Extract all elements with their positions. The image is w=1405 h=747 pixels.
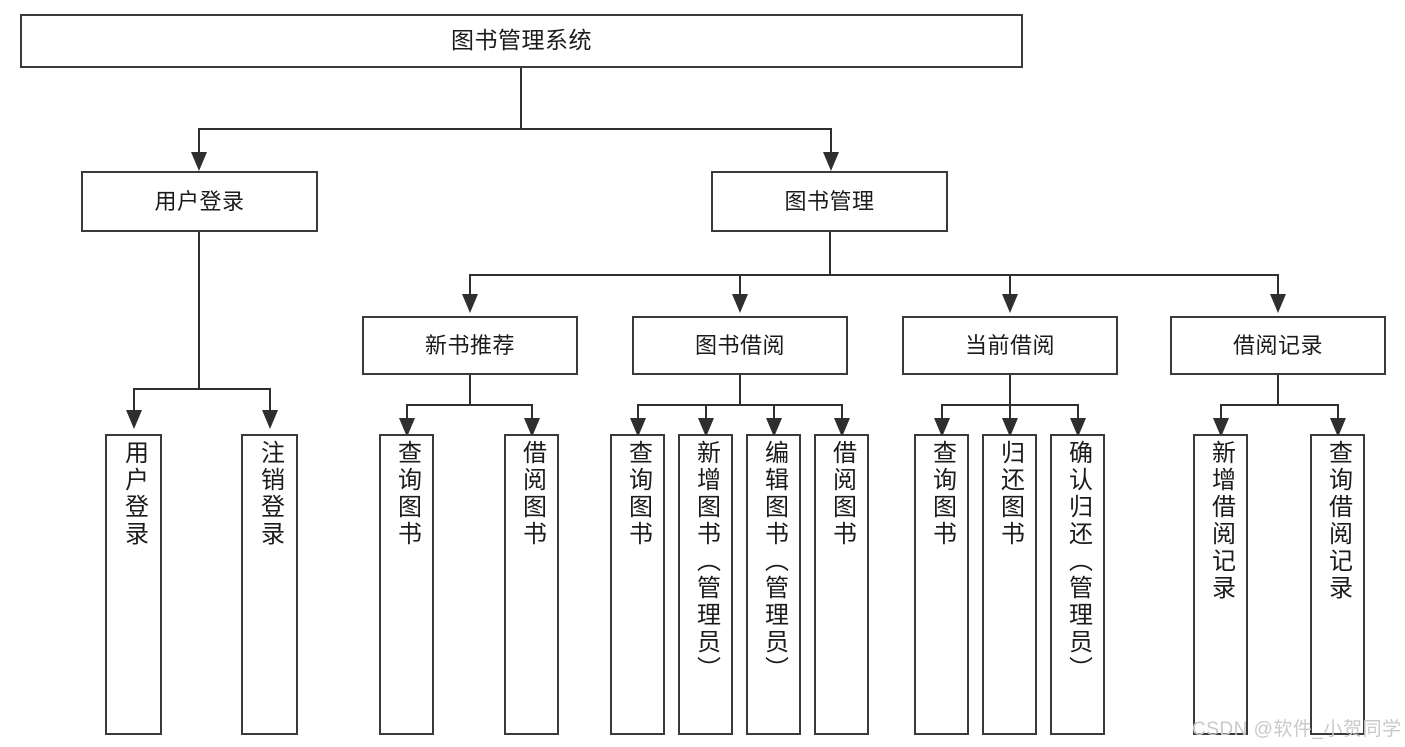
arrow-down-icon <box>1270 294 1286 313</box>
leaf-logout[interactable]: 注销登录 <box>241 434 298 735</box>
node-root-system[interactable]: 图书管理系统 <box>20 14 1023 68</box>
arrow-down-icon <box>191 152 207 171</box>
connector-borrow-record-drop-1 <box>1220 404 1222 422</box>
arrow-down-icon <box>823 152 839 171</box>
node-label: 查询图书 <box>624 440 652 548</box>
node-label: 借阅图书 <box>518 440 546 548</box>
node-label: 编辑图书（管理员） <box>760 440 788 683</box>
connector-new-book-bar <box>406 404 533 406</box>
connector-book-borrow-bar <box>637 404 841 406</box>
connector-new-book-drop-1 <box>406 404 408 422</box>
arrow-down-icon <box>698 418 714 437</box>
node-label: 用户登录 <box>154 188 245 214</box>
node-label: 查询借阅记录 <box>1324 440 1352 602</box>
node-label: 新增借阅记录 <box>1207 440 1235 602</box>
node-label: 借阅记录 <box>1232 332 1323 358</box>
node-label: 用户登录 <box>120 440 148 548</box>
node-label: 新增图书（管理员） <box>692 440 720 683</box>
connector-new-book-drop-2 <box>531 404 533 422</box>
connector-current-borrow-drop-2 <box>1009 404 1011 422</box>
connector-borrow-record-stem <box>1277 375 1279 405</box>
arrow-down-icon <box>1213 418 1229 437</box>
arrow-down-icon <box>524 418 540 437</box>
node-user-login[interactable]: 用户登录 <box>81 171 318 232</box>
connector-level3-drop-4 <box>1277 274 1279 296</box>
leaf-query-book-borrow[interactable]: 查询图书 <box>610 434 665 735</box>
connector-user-login-drop-1 <box>133 388 135 412</box>
connector-book-borrow-drop-2 <box>705 404 707 422</box>
connector-user-login-stem <box>198 232 200 390</box>
node-label: 图书管理系统 <box>451 27 592 54</box>
arrow-down-icon <box>834 418 850 437</box>
connector-current-borrow-stem <box>1009 375 1011 405</box>
leaf-add-borrow-record[interactable]: 新增借阅记录 <box>1193 434 1248 735</box>
connector-borrow-record-bar <box>1220 404 1339 406</box>
node-label: 确认归还（管理员） <box>1064 440 1092 683</box>
node-book-borrow[interactable]: 图书借阅 <box>632 316 848 375</box>
node-label: 借阅图书 <box>828 440 856 548</box>
connector-level3-drop-1 <box>469 274 471 296</box>
leaf-user-login[interactable]: 用户登录 <box>105 434 162 735</box>
connector-level3-drop-3 <box>1009 274 1011 296</box>
connector-book-borrow-drop-1 <box>637 404 639 422</box>
connector-book-borrow-drop-3 <box>773 404 775 422</box>
arrow-down-icon <box>630 418 646 437</box>
arrow-down-icon <box>732 294 748 313</box>
arrow-down-icon <box>399 418 415 437</box>
connector-level2-bar <box>198 128 832 130</box>
connector-book-borrow-drop-4 <box>841 404 843 422</box>
leaf-query-book-new[interactable]: 查询图书 <box>379 434 434 735</box>
arrow-down-icon <box>1330 418 1346 437</box>
node-label: 查询图书 <box>393 440 421 548</box>
leaf-edit-book-admin[interactable]: 编辑图书（管理员） <box>746 434 801 735</box>
connector-new-book-stem <box>469 375 471 405</box>
arrow-down-icon <box>1070 418 1086 437</box>
connector-book-mgmt-stem <box>829 232 831 276</box>
arrow-down-icon <box>766 418 782 437</box>
node-label: 当前借阅 <box>964 332 1055 358</box>
leaf-query-book-current[interactable]: 查询图书 <box>914 434 969 735</box>
node-label: 查询图书 <box>928 440 956 548</box>
watermark-text: CSDN @软件_小贺同学 <box>1192 719 1402 740</box>
leaf-confirm-return-admin[interactable]: 确认归还（管理员） <box>1050 434 1105 735</box>
connector-root-stem <box>520 68 522 128</box>
arrow-down-icon <box>934 418 950 437</box>
arrow-down-icon <box>262 410 278 429</box>
node-label: 新书推荐 <box>424 332 515 358</box>
connector-user-login-bar <box>133 388 271 390</box>
connector-current-borrow-drop-1 <box>941 404 943 422</box>
node-label: 图书借阅 <box>694 332 785 358</box>
leaf-borrow-book-new[interactable]: 借阅图书 <box>504 434 559 735</box>
arrow-down-icon <box>1002 418 1018 437</box>
node-current-borrow[interactable]: 当前借阅 <box>902 316 1118 375</box>
node-new-book-recommend[interactable]: 新书推荐 <box>362 316 578 375</box>
node-label: 归还图书 <box>996 440 1024 548</box>
leaf-return-book[interactable]: 归还图书 <box>982 434 1037 735</box>
connector-user-login-drop-2 <box>269 388 271 412</box>
arrow-down-icon <box>126 410 142 429</box>
connector-level3-drop-2 <box>739 274 741 296</box>
leaf-query-borrow-record[interactable]: 查询借阅记录 <box>1310 434 1365 735</box>
connector-book-borrow-stem <box>739 375 741 405</box>
leaf-borrow-book[interactable]: 借阅图书 <box>814 434 869 735</box>
connector-level2-drop-1 <box>198 128 200 154</box>
node-label: 图书管理 <box>784 188 875 214</box>
node-book-management[interactable]: 图书管理 <box>711 171 948 232</box>
connector-borrow-record-drop-2 <box>1337 404 1339 422</box>
node-label: 注销登录 <box>256 440 284 548</box>
node-borrow-record[interactable]: 借阅记录 <box>1170 316 1386 375</box>
connector-current-borrow-drop-3 <box>1077 404 1079 422</box>
arrow-down-icon <box>462 294 478 313</box>
connector-level2-drop-2 <box>830 128 832 154</box>
leaf-add-book-admin[interactable]: 新增图书（管理员） <box>678 434 733 735</box>
arrow-down-icon <box>1002 294 1018 313</box>
connector-level3-bar <box>469 274 1278 276</box>
